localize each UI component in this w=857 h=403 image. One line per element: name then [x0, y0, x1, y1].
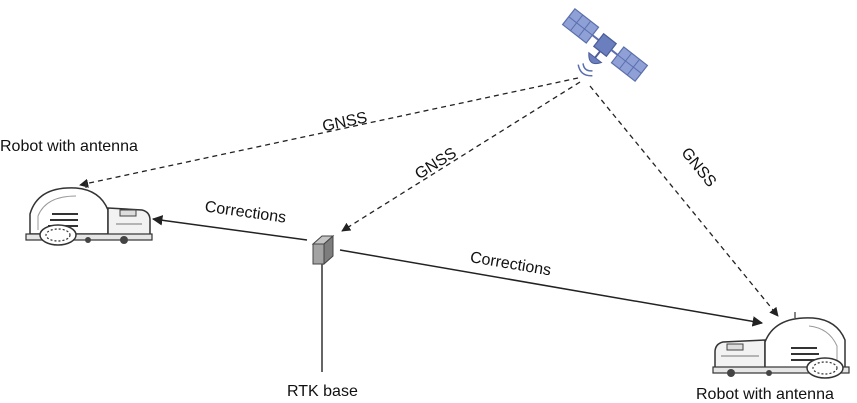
gnss-label-middle: GNSS	[412, 145, 459, 183]
corrections-label-left: Corrections	[204, 199, 287, 227]
gnss-label-left: GNSS	[321, 109, 369, 135]
robot-right-label: Robot with antenna	[696, 386, 834, 403]
gnss-line-to-base	[341, 81, 581, 232]
gnss-line-to-right-robot	[589, 85, 779, 317]
corrections-line-to-right	[339, 249, 764, 327]
robot-right-icon	[712, 312, 850, 379]
robot-left-label: Robot with antenna	[0, 138, 138, 155]
gnss-line-to-left-robot	[79, 77, 579, 188]
gnss-label-right: GNSS	[677, 145, 719, 191]
rtk-base-station	[311, 234, 335, 372]
robot-left-icon	[25, 182, 153, 246]
rtk-base-label: RTK base	[287, 383, 358, 400]
corrections-line-to-left	[151, 215, 308, 241]
satellite-icon	[561, 7, 649, 83]
